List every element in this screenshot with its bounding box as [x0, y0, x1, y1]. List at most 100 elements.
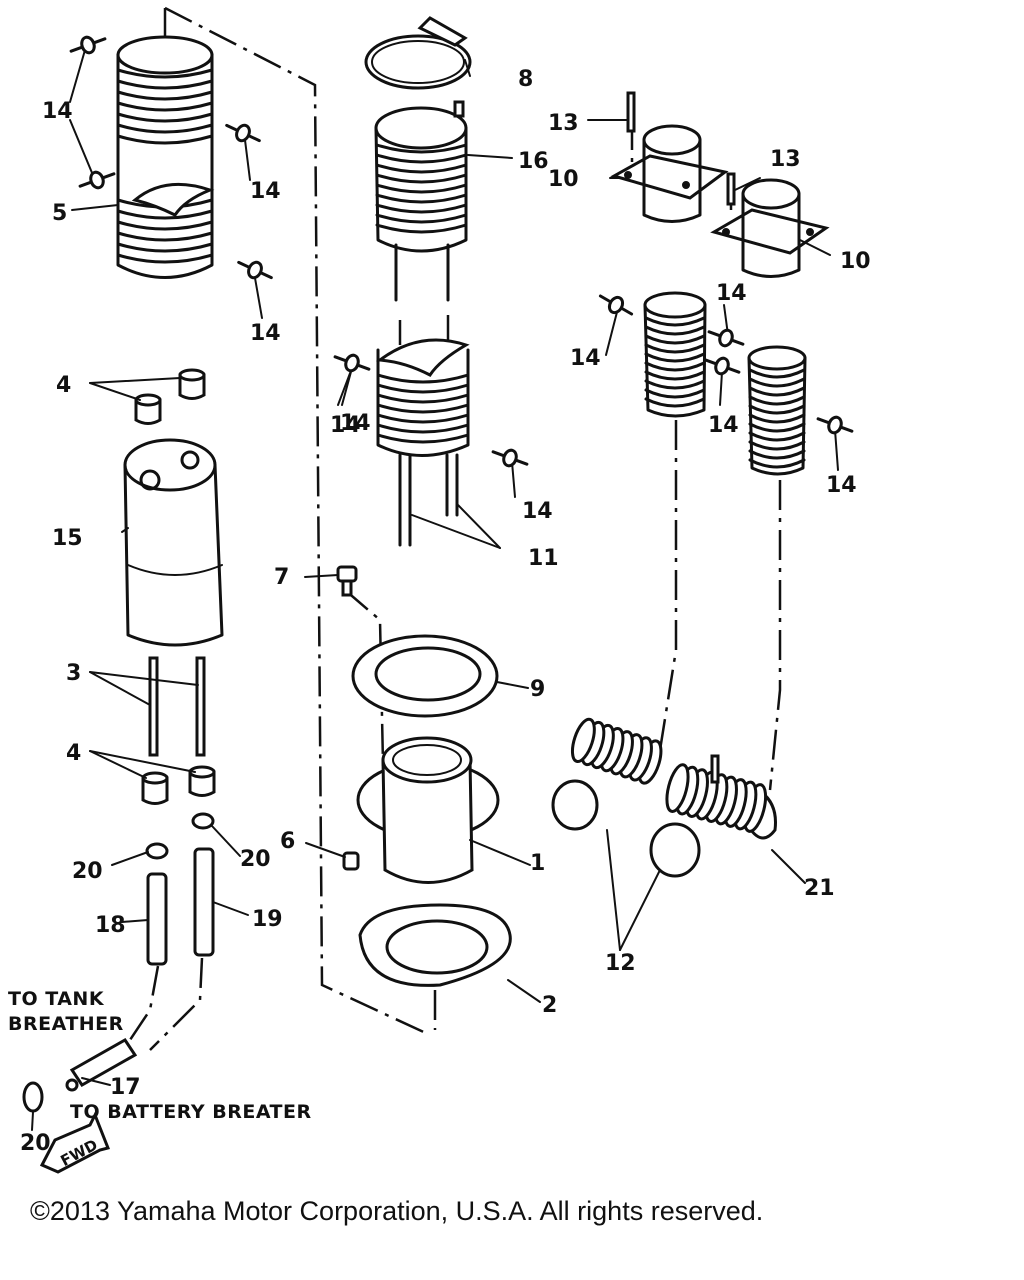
part-number-label: 10: [548, 167, 579, 192]
flange-adaptor-part-10-a: [610, 124, 729, 223]
hose-part-5: [116, 35, 215, 279]
connector-part-17: [22, 1038, 138, 1113]
leader-line: [211, 825, 241, 857]
leader-line: [81, 1077, 111, 1086]
fastener-part-14: [225, 123, 261, 143]
flange-part-1: [356, 736, 500, 884]
part-number-label: 5: [52, 201, 67, 226]
leader-line: [89, 377, 181, 384]
leader-line: [121, 527, 129, 533]
bellows-part-12: [551, 717, 663, 831]
fastener-part-14: [69, 35, 107, 55]
to-tank-note-line-1: TO TANK: [8, 988, 105, 1010]
leader-line: [606, 829, 621, 951]
leader-line: [89, 750, 196, 773]
leader-line: [799, 239, 831, 256]
part-labels: 1414514148161310131041514141171414141439…: [20, 67, 871, 1156]
part-number-label: 8: [518, 67, 533, 92]
nut-part-6: [342, 851, 360, 871]
part-number-label: 14: [330, 413, 361, 438]
leader-line: [111, 851, 149, 866]
part-number-label: 15: [52, 526, 83, 551]
part-number-label: 11: [528, 546, 559, 571]
part-number-label: 20: [72, 859, 103, 884]
leader-lines: [31, 49, 839, 1131]
collar-part-4-lower: [141, 765, 216, 805]
leader-line: [121, 919, 149, 923]
part-number-label: 14: [826, 473, 857, 498]
leader-line: [411, 514, 501, 549]
part-number-label: 20: [20, 1131, 51, 1156]
leader-line: [771, 849, 806, 884]
fastener-part-14: [491, 448, 529, 468]
collar-part-4-upper: [134, 368, 206, 425]
part-number-label: 9: [530, 677, 545, 702]
part-number-label: 10: [840, 249, 871, 274]
leader-line: [467, 154, 513, 159]
fastener-part-14: [333, 353, 371, 373]
part-number-label: 7: [274, 565, 289, 590]
part-number-label: 21: [804, 876, 835, 901]
fastener-part-14: [703, 356, 741, 376]
part-number-label: 14: [42, 99, 73, 124]
routing-notes: TO TANK BREATHER TO BATTERY BREATER FWD: [8, 988, 312, 1170]
leader-line: [719, 371, 723, 406]
leader-line: [605, 311, 618, 356]
fastener-part-14: [237, 260, 273, 280]
part-number-label: 4: [66, 741, 81, 766]
leader-line: [469, 839, 531, 866]
leader-line: [507, 979, 541, 1003]
fastener-part-14: [78, 170, 116, 190]
leader-line: [464, 59, 471, 77]
leader-line: [305, 842, 346, 858]
part-number-label: 14: [340, 411, 371, 436]
housing-part-15: [123, 438, 224, 647]
leader-line: [89, 750, 147, 779]
to-tank-note-line-2: BREATHER: [8, 1013, 124, 1035]
flange-adaptor-part-10-b: [710, 178, 830, 278]
part-number-label: 17: [110, 1075, 141, 1100]
part-number-label: 3: [66, 661, 81, 686]
leader-line: [244, 139, 251, 181]
leader-line: [71, 204, 119, 211]
part-number-label: 2: [542, 993, 557, 1018]
exploded-parts-diagram: 1414514148161310131041514141171414141439…: [8, 6, 871, 1174]
leader-line: [496, 681, 529, 689]
fwd-arrow: [39, 1111, 111, 1174]
leader-line: [511, 461, 516, 498]
part-number-label: 13: [770, 147, 801, 172]
leader-line: [619, 869, 661, 951]
clamps-part-20: [145, 812, 215, 860]
leader-line: [304, 574, 339, 578]
ring-clamp-part-8: [364, 16, 472, 90]
bellows-part-21: [649, 754, 777, 878]
part-number-label: 4: [56, 373, 71, 398]
part-number-label: 12: [605, 951, 636, 976]
part-number-label: 13: [548, 111, 579, 136]
part-number-label: 14: [570, 346, 601, 371]
leader-line: [457, 504, 501, 549]
leader-line: [834, 429, 839, 471]
leader-line: [69, 49, 86, 103]
part-number-label: 20: [240, 847, 271, 872]
leader-line: [254, 277, 263, 319]
fasteners-part-14: [69, 35, 854, 468]
fastener-part-14: [816, 415, 854, 435]
fastener-part-14: [707, 328, 745, 348]
leader-line: [734, 177, 761, 191]
leader-line: [89, 671, 151, 706]
to-battery-note: TO BATTERY BREATER: [70, 1101, 312, 1123]
leader-line: [89, 382, 141, 401]
right-bellows-hoses: [643, 291, 807, 476]
plate-part-2: [358, 903, 512, 987]
part-number-label: 6: [280, 829, 295, 854]
hose-part-16: [374, 100, 470, 547]
leader-line: [69, 119, 96, 181]
leader-line: [31, 1111, 34, 1131]
part-number-label: 16: [518, 149, 549, 174]
leader-line: [341, 367, 353, 406]
part-number-label: 14: [250, 179, 281, 204]
part-number-label: 1: [530, 851, 545, 876]
part-number-label: 14: [250, 321, 281, 346]
